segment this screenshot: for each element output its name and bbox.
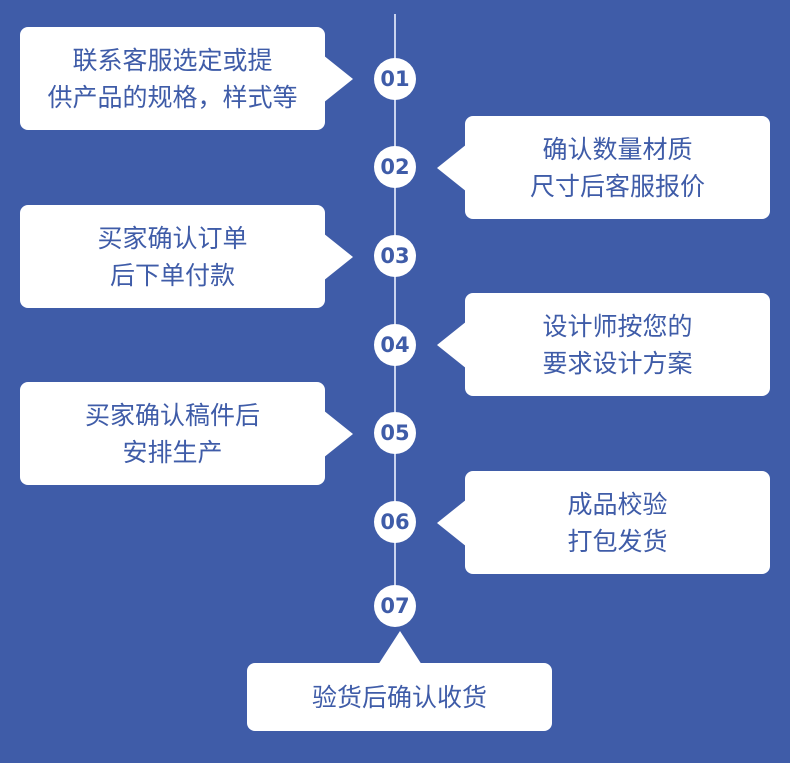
step-card-04: 设计师按您的 要求设计方案 [437,293,770,396]
step-number-02: 02 [374,146,416,188]
step-card-06: 成品校验 打包发货 [437,471,770,574]
step-card-01: 联系客服选定或提 供产品的规格，样式等 [20,27,353,130]
step-text-line: 安排生产 [122,437,223,467]
step-number-07: 07 [374,585,416,627]
step-text-line: 联系客服选定或提 [72,45,273,75]
step-number-05: 05 [374,412,416,454]
step-card-07: 验货后确认收货 [247,631,552,731]
step-text-line: 买家确认稿件后 [84,400,260,430]
step-number-01: 01 [374,58,416,100]
timeline-line [394,14,396,614]
step-text-line: 买家确认订单 [97,223,248,253]
step-text-line: 后下单付款 [109,260,235,290]
step-text-line: 验货后确认收货 [311,682,487,712]
step-card-02: 确认数量材质 尺寸后客服报价 [437,116,770,219]
step-text-line: 设计师按您的 [542,311,693,341]
step-text-line: 供产品的规格，样式等 [47,82,298,112]
step-text-line: 确认数量材质 [542,134,693,164]
step-number-04: 04 [374,324,416,366]
step-text-line: 要求设计方案 [542,348,693,378]
step-text-line: 成品校验 [567,489,668,519]
step-number-06: 06 [374,501,416,543]
step-number-03: 03 [374,235,416,277]
step-card-03: 买家确认订单 后下单付款 [20,205,353,308]
step-text-line: 尺寸后客服报价 [529,171,705,201]
step-card-05: 买家确认稿件后 安排生产 [20,382,353,485]
step-text-line: 打包发货 [567,526,668,556]
